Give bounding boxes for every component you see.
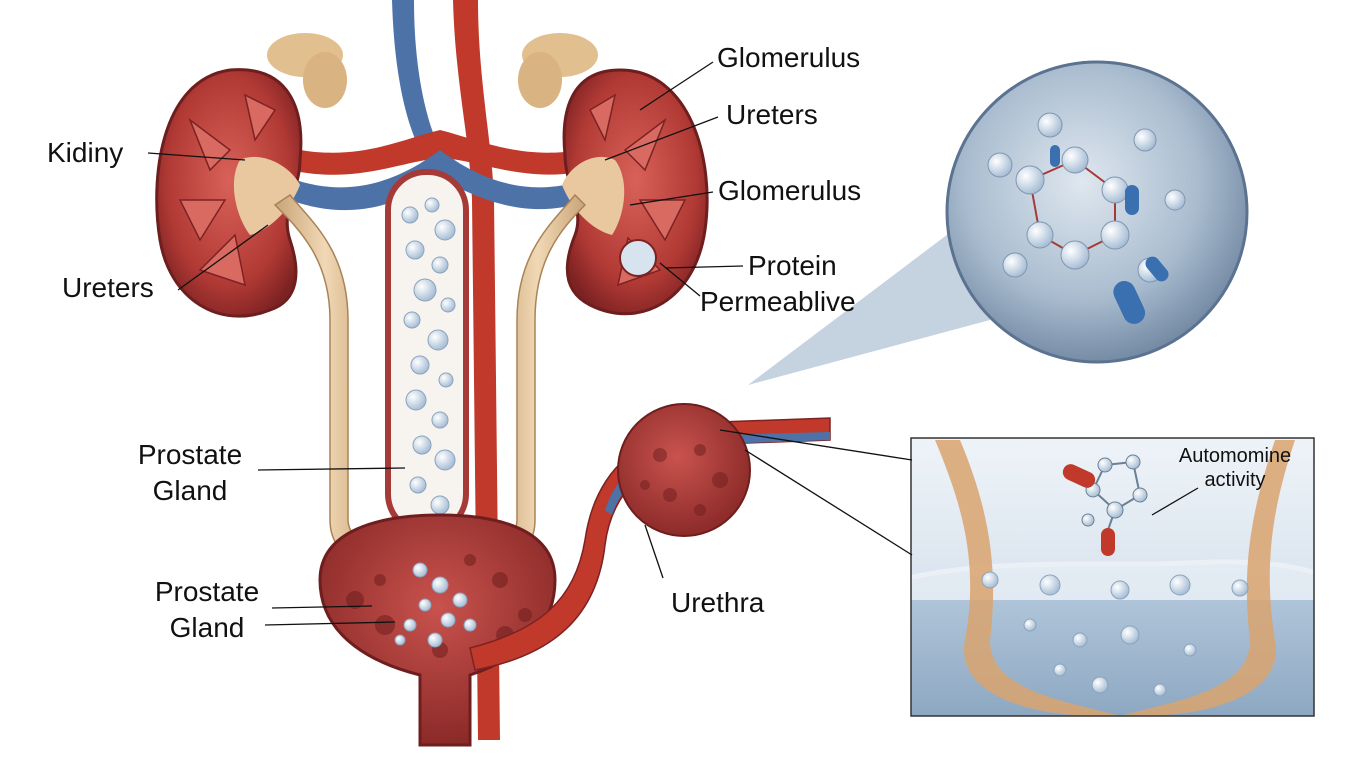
label-protein-line1: Protein <box>748 250 837 281</box>
label-glomerulus-mid: Glomerulus <box>718 175 862 206</box>
molecule-icon <box>1062 454 1148 556</box>
bladder <box>318 513 557 747</box>
inset-panel <box>910 437 1315 717</box>
label-prostate-lower-line2: Gland <box>169 612 245 643</box>
label-glomerulus-top: Glomerulus <box>717 42 861 73</box>
right-adrenal-gland <box>518 33 598 108</box>
label-inset-line1: Automomine <box>1178 445 1292 467</box>
leader-lines <box>147 61 1199 626</box>
label-prostate-lower-line1: Prostate <box>154 576 260 607</box>
label-inset-activity: Automomine activity <box>1162 444 1308 492</box>
label-prostate-gland-upper: Prostate Gland <box>128 437 252 509</box>
label-protein-line2: Permeablive <box>700 286 856 317</box>
label-urethra: Urethra <box>671 587 765 618</box>
left-kidney <box>155 68 303 318</box>
label-protein-permeable: Protein Permeablive <box>700 248 870 320</box>
right-kidney <box>562 68 709 316</box>
magnifier-callout <box>748 60 1249 385</box>
central-collecting-tube <box>385 169 469 535</box>
prostate-gland-sphere <box>617 403 751 537</box>
label-inset-line2: activity <box>1204 469 1266 491</box>
renal-vessels <box>290 130 590 211</box>
label-prostate-upper-line1: Prostate <box>137 439 243 470</box>
glomerulus-detail <box>619 239 657 277</box>
vena-cava <box>392 0 440 150</box>
label-prostate-gland-lower: Prostate Gland <box>145 574 269 646</box>
left-adrenal-gland <box>267 33 347 108</box>
label-kidney: Kidiny <box>47 137 124 168</box>
label-ureters-left: Ureters <box>62 272 154 303</box>
label-ureters-right: Ureters <box>726 99 818 130</box>
label-prostate-upper-line2: Gland <box>152 475 228 506</box>
